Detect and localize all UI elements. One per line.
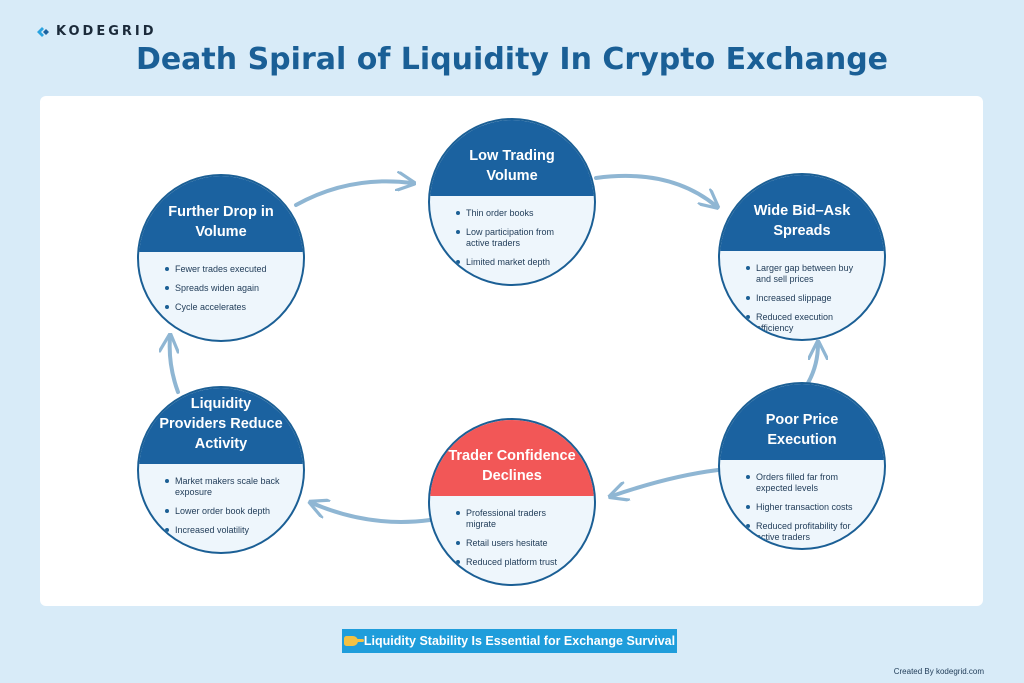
summary-banner: Liquidity Stability Is Essential for Exc… bbox=[342, 629, 677, 653]
credit-text: Created By kodegrid.com bbox=[893, 667, 984, 676]
page-title: Death Spiral of Liquidity In Crypto Exch… bbox=[135, 42, 889, 77]
bullet-item: Increased slippage bbox=[746, 293, 862, 304]
bullet-list: Market makers scale back exposure Lower … bbox=[139, 468, 303, 536]
brand-logo: KODEGRID bbox=[36, 24, 157, 39]
node-title: Poor Price Execution bbox=[765, 412, 839, 448]
arrow-execution-to-confidence bbox=[612, 468, 720, 496]
bullet-item: Cycle accelerates bbox=[165, 302, 281, 313]
bullet-item: Spreads widen again bbox=[165, 283, 281, 294]
node-header: Wide Bid–Ask Spreads bbox=[720, 175, 884, 251]
node-title: Liquidity Providers Reduce Activity bbox=[159, 396, 283, 452]
bullet-list: Fewer trades executed Spreads widen agai… bbox=[139, 256, 303, 313]
node-header: Liquidity Providers Reduce Activity bbox=[139, 388, 303, 464]
node-poor-execution: Poor Price Execution Orders filled far f… bbox=[718, 382, 886, 550]
node-title: Low Trading Volume bbox=[469, 148, 555, 184]
bullet-item: Orders filled far from expected levels bbox=[746, 472, 862, 494]
bullet-item: Market makers scale back exposure bbox=[165, 476, 280, 497]
node-header: Poor Price Execution bbox=[720, 384, 884, 460]
node-further-drop: Further Drop in Volume Fewer trades exec… bbox=[137, 174, 305, 342]
node-low-trading-volume: Low Trading Volume Thin order books Low … bbox=[428, 118, 596, 286]
bullet-item: Higher transaction costs bbox=[746, 502, 862, 513]
brand-name: KODEGRID bbox=[56, 24, 157, 39]
pointing-hand-icon bbox=[343, 636, 364, 646]
bullet-item: Low participation from active traders bbox=[456, 227, 572, 249]
node-title: Wide Bid–Ask Spreads bbox=[753, 203, 851, 239]
bullet-item: Reduced execution efficiency bbox=[746, 312, 862, 334]
bullet-item: Increased volatility bbox=[165, 525, 281, 536]
node-liquidity-providers: Liquidity Providers Reduce Activity Mark… bbox=[137, 386, 305, 554]
bullet-item: Lower order book depth bbox=[165, 506, 281, 517]
bullet-item: Professional traders migrate bbox=[456, 508, 572, 530]
arrow-providers-to-drop bbox=[170, 337, 178, 394]
bullet-list: Professional traders migrate Retail user… bbox=[430, 500, 594, 568]
bullet-item: Larger gap between buy and sell prices bbox=[746, 263, 862, 285]
kodegrid-logo-icon bbox=[37, 26, 49, 37]
bullet-item: Reduced platform trust bbox=[456, 557, 572, 568]
node-trader-confidence: Trader Confidence Declines Professional … bbox=[428, 418, 596, 586]
bullet-item: Thin order books bbox=[456, 208, 572, 219]
node-header: Trader Confidence Declines bbox=[430, 420, 594, 496]
bullet-item: Limited market depth bbox=[456, 257, 572, 268]
node-title: Further Drop in Volume bbox=[168, 204, 274, 240]
arrow-confidence-to-providers bbox=[312, 503, 432, 524]
bullet-item: Fewer trades executed bbox=[165, 264, 281, 275]
bullet-list: Thin order books Low participation from … bbox=[430, 200, 594, 268]
bullet-list: Orders filled far from expected levels H… bbox=[720, 464, 884, 543]
arrow-execution-to-spreads bbox=[806, 344, 818, 385]
node-header: Further Drop in Volume bbox=[139, 176, 303, 252]
arrow-low-to-spreads bbox=[594, 174, 716, 206]
banner-text: Liquidity Stability Is Essential for Exc… bbox=[363, 634, 676, 648]
bullet-list: Larger gap between buy and sell prices I… bbox=[720, 255, 884, 334]
arrow-drop-to-low bbox=[294, 181, 412, 207]
node-header: Low Trading Volume bbox=[430, 120, 594, 196]
bullet-item: Reduced profitability for active traders bbox=[746, 521, 862, 543]
node-title: Trader Confidence Declines bbox=[448, 448, 576, 484]
node-wide-spreads: Wide Bid–Ask Spreads Larger gap between … bbox=[718, 173, 886, 341]
bullet-item: Retail users hesitate bbox=[456, 538, 572, 549]
